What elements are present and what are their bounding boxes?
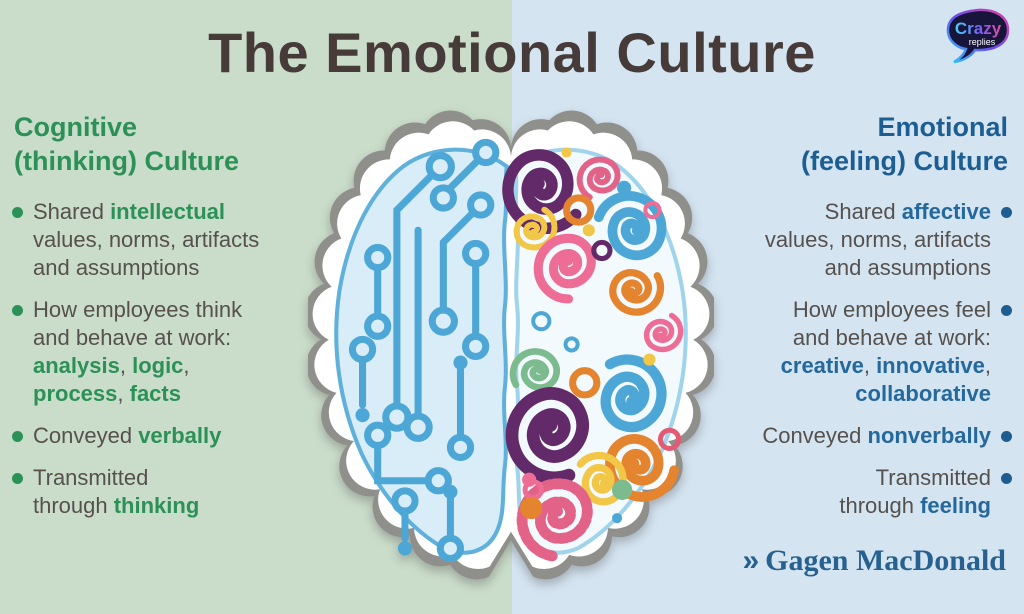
logo-text-replies: replies xyxy=(969,37,996,47)
right-brain-half xyxy=(492,143,687,561)
list-item: Conveyed nonverbally xyxy=(710,422,1012,450)
brand-attribution: »Gagen MacDonald xyxy=(742,544,1006,578)
logo-text-crazy: Crazy xyxy=(955,19,1002,38)
bullet-dot-icon xyxy=(1001,431,1012,442)
bullet-dot-icon xyxy=(1001,305,1012,316)
bullet-dot-icon xyxy=(12,305,23,316)
bullet-text: Conveyed nonverbally xyxy=(762,423,991,448)
bullet-dot-icon xyxy=(1001,207,1012,218)
page-title: The Emotional Culture xyxy=(208,21,816,84)
bullet-text: Conveyed verbally xyxy=(33,423,222,448)
brain-illustration xyxy=(308,110,714,580)
cognitive-culture-section: Cognitive (thinking) Culture Shared inte… xyxy=(12,110,314,534)
bullet-dot-icon xyxy=(12,207,23,218)
emotional-heading: Emotional (feeling) Culture xyxy=(801,112,1008,176)
crazy-replies-logo: Crazy replies xyxy=(946,8,1010,64)
emotional-culture-section: Emotional (feeling) Culture Shared affec… xyxy=(710,110,1012,534)
left-brain-half xyxy=(334,138,510,563)
bullet-dot-icon xyxy=(1001,473,1012,484)
cognitive-heading: Cognitive (thinking) Culture xyxy=(14,112,239,176)
bullet-dot-icon xyxy=(12,431,23,442)
right-brain-swirls xyxy=(492,143,687,561)
list-item: Conveyed verbally xyxy=(12,422,314,450)
brand-name: Gagen MacDonald xyxy=(765,544,1006,577)
bullet-dot-icon xyxy=(12,473,23,484)
left-brain-circuit xyxy=(348,138,500,563)
chevron-right-icon: » xyxy=(742,544,760,577)
speech-bubble-icon xyxy=(946,8,1010,64)
